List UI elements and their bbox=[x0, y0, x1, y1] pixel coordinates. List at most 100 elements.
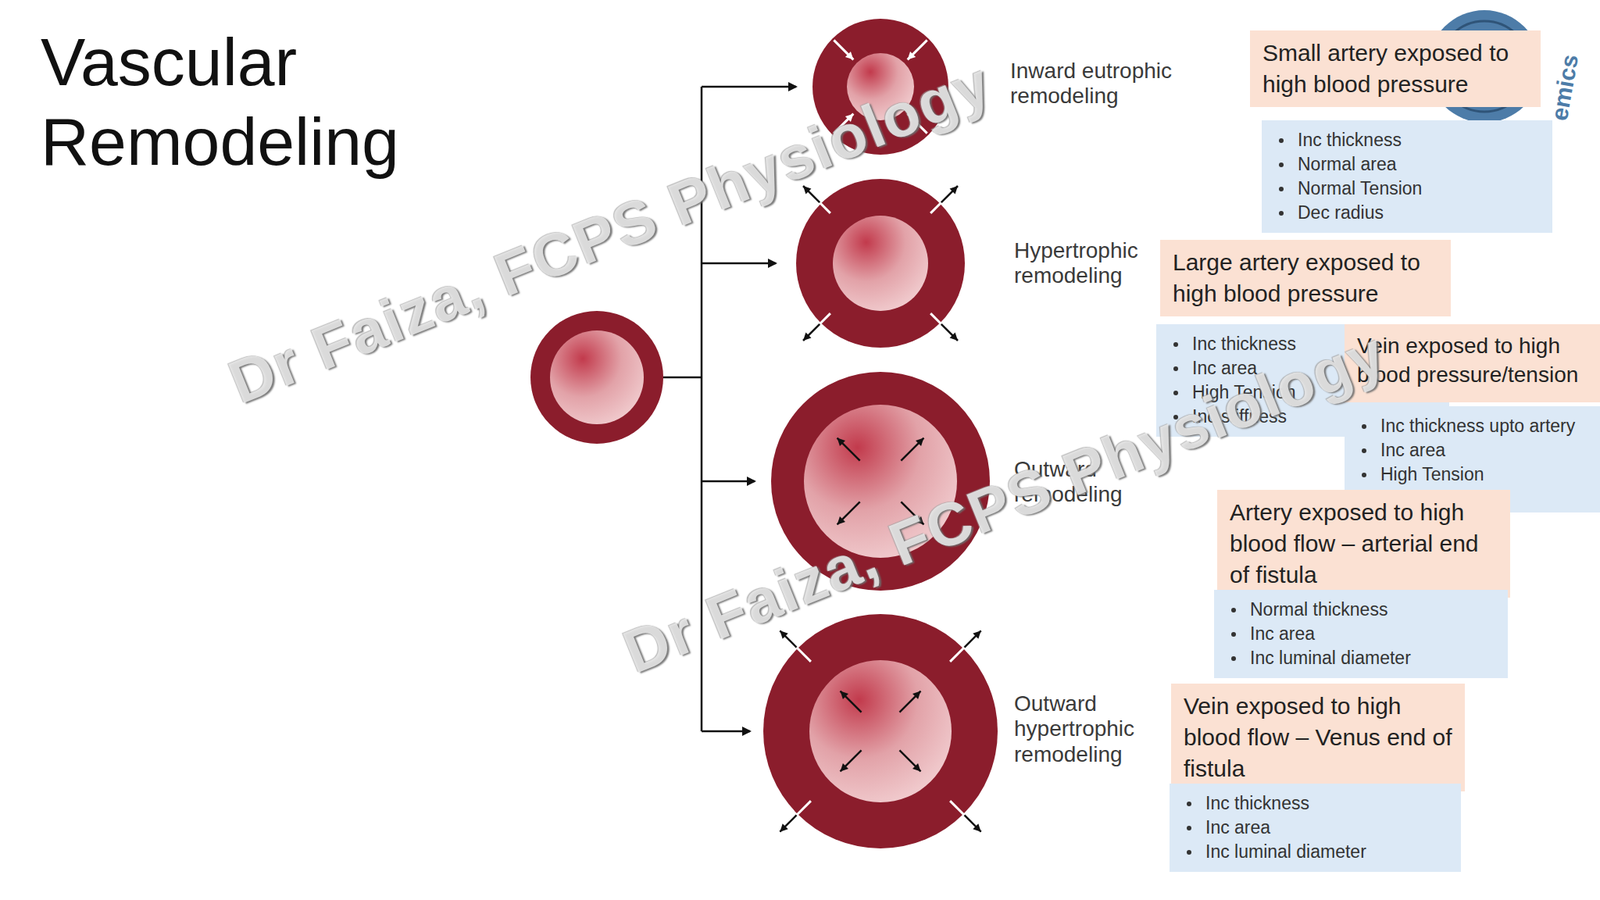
growth-arrow bbox=[941, 324, 958, 341]
vessel-svg bbox=[732, 582, 1029, 880]
arrow-head bbox=[779, 823, 788, 832]
pressure-arrow bbox=[907, 39, 928, 60]
condition-text: Artery exposed to high blood flow – arte… bbox=[1229, 496, 1498, 591]
branch-line bbox=[663, 376, 702, 379]
vessel-wall bbox=[771, 371, 990, 591]
growth-arrow bbox=[964, 814, 981, 832]
arrow-head bbox=[907, 51, 916, 60]
condition-box: Large artery exposed to high blood press… bbox=[1160, 239, 1451, 317]
bullet-row: Inc area bbox=[1357, 438, 1591, 463]
vessel-wall bbox=[796, 178, 965, 348]
condition-box: Vein exposed to high blood pressure/tens… bbox=[1344, 324, 1600, 403]
bullet-text: High Tension bbox=[1380, 464, 1485, 485]
arrow-head bbox=[915, 438, 924, 447]
bullet-text: Inc area bbox=[1192, 357, 1258, 379]
bullet-row: Normal thickness bbox=[1226, 597, 1499, 622]
growth-arrow-tail bbox=[930, 202, 942, 214]
growth-arrow-tail bbox=[796, 647, 811, 662]
bullet-row: Inc thickness bbox=[1182, 791, 1452, 816]
branch-arrow bbox=[701, 730, 750, 733]
condition-box: Artery exposed to high blood flow – arte… bbox=[1217, 489, 1511, 598]
bullet-text: Inc area bbox=[1205, 817, 1271, 838]
bullet-text: Normal area bbox=[1297, 153, 1397, 175]
growth-arrow bbox=[779, 814, 797, 832]
vessel-circle: Outward remodeling bbox=[771, 371, 990, 591]
vessel-circle: Inward eutrophic remodeling bbox=[812, 18, 949, 155]
branch-arrow bbox=[701, 85, 797, 89]
bullet-dot bbox=[1361, 448, 1367, 454]
bullet-row: Normal Tension bbox=[1274, 176, 1543, 201]
bullet-dot bbox=[1186, 825, 1192, 831]
bullet-dot bbox=[1361, 424, 1367, 429]
vessel-lumen bbox=[550, 330, 644, 425]
bullet-text: Inc luminal diameter bbox=[1250, 647, 1411, 668]
bullet-text: Inc area bbox=[1250, 623, 1315, 644]
vessel-circle: Hypertrophic remodeling bbox=[796, 178, 965, 348]
bullet-dot bbox=[1173, 342, 1179, 347]
vessel-lumen bbox=[803, 404, 958, 558]
bullet-text: Normal Tension bbox=[1297, 178, 1422, 199]
bullet-dot bbox=[1231, 656, 1236, 661]
arrow-head bbox=[803, 332, 811, 341]
bullet-row: Inc area bbox=[1226, 621, 1499, 647]
remodeling-label: Inward eutrophic remodeling bbox=[1010, 58, 1175, 110]
arrow-head bbox=[845, 114, 854, 122]
lumen-arrow bbox=[837, 501, 861, 525]
arrow-head bbox=[950, 185, 958, 194]
vessel-wall bbox=[530, 310, 664, 444]
growth-arrow bbox=[964, 630, 981, 647]
bullet-text: Inc thickness bbox=[1205, 792, 1310, 814]
bullet-row: Inc luminal diameter bbox=[1182, 839, 1452, 865]
bullet-text: Inc thickness bbox=[1297, 129, 1402, 150]
bullet-dot bbox=[1278, 186, 1284, 192]
change-list-box: Normal thicknessInc areaInc luminal diam… bbox=[1214, 589, 1508, 679]
arrow-head bbox=[837, 438, 846, 447]
condition-text: Small artery exposed to high blood press… bbox=[1262, 37, 1529, 100]
condition-text: Vein exposed to high blood flow – Venus … bbox=[1183, 690, 1453, 785]
arrow-head bbox=[779, 630, 788, 639]
change-list-box: Inc thicknessInc areaInc luminal diamete… bbox=[1169, 783, 1461, 872]
growth-arrow bbox=[941, 185, 958, 203]
branch-arrow bbox=[701, 262, 776, 265]
bullet-text: Dec radius bbox=[1297, 202, 1384, 223]
lumen-arrow bbox=[900, 501, 924, 525]
vessel-svg bbox=[739, 340, 1022, 622]
bullet-text: Inc thickness upto artery bbox=[1380, 415, 1575, 436]
vessel-circle: Outward hypertrophic remodeling bbox=[763, 614, 998, 849]
growth-arrow bbox=[803, 324, 820, 341]
bullet-row: Dec radius bbox=[1274, 200, 1543, 225]
condition-box: Small artery exposed to high blood press… bbox=[1250, 30, 1541, 108]
change-list-box: Inc thicknessNormal areaNormal TensionDe… bbox=[1261, 120, 1553, 233]
bullet-row: Inc luminal diameter bbox=[1226, 646, 1499, 671]
condition-text: Vein exposed to high blood pressure/tens… bbox=[1357, 331, 1588, 390]
pressure-arrow bbox=[833, 39, 854, 60]
vessel-lumen bbox=[832, 215, 929, 311]
bullet-row: Inc thickness upto artery bbox=[1357, 414, 1591, 439]
growth-arrow bbox=[803, 185, 820, 203]
bullet-row: High Tension bbox=[1357, 462, 1591, 487]
lumen-arrow bbox=[837, 438, 861, 461]
vessel-wall bbox=[763, 614, 998, 849]
lumen-arrow bbox=[840, 691, 862, 713]
bullet-dot bbox=[1173, 390, 1179, 396]
bullet-row: Inc thickness bbox=[1274, 128, 1543, 153]
lumen-arrow bbox=[899, 691, 921, 713]
vessel-lumen bbox=[846, 53, 915, 121]
branch-arrow bbox=[701, 480, 755, 483]
watermark: Dr Faiza, FCPS Physiology bbox=[614, 317, 1397, 689]
growth-arrow-tail bbox=[950, 800, 965, 815]
condition-text: Large artery exposed to high blood press… bbox=[1172, 246, 1439, 310]
growth-arrow-tail bbox=[930, 313, 942, 325]
vessel-svg bbox=[781, 0, 980, 186]
arrow-head bbox=[845, 51, 854, 60]
bullet-row: Normal area bbox=[1274, 152, 1543, 177]
growth-arrow-tail bbox=[819, 202, 831, 214]
remodeling-label: Outward remodeling bbox=[1014, 457, 1179, 508]
pressure-arrow bbox=[907, 114, 928, 134]
arrow-head bbox=[907, 114, 916, 122]
pressure-arrow bbox=[833, 114, 854, 134]
arrow-head bbox=[840, 691, 849, 700]
remodeling-label: Hypertrophic remodeling bbox=[1014, 238, 1179, 290]
bullet-dot bbox=[1278, 138, 1284, 143]
